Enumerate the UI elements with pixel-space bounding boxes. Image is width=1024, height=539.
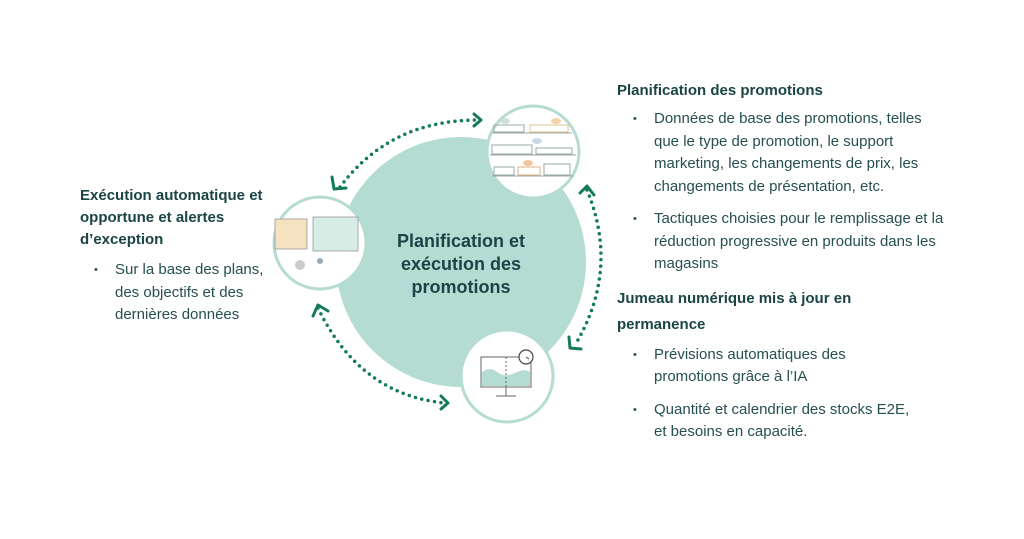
section-heading: Planification des promotions — [617, 82, 823, 99]
arrowhead-icon — [567, 335, 583, 351]
arrowhead-icon — [439, 394, 450, 411]
bullet-item: Prévisions automatiques des promotions g… — [633, 344, 874, 389]
bullet-list: Prévisions automatiques des promotions g… — [633, 344, 947, 444]
dotted-arrow-right — [573, 188, 603, 347]
section-heading: Exécution automatique et opportune et al… — [80, 187, 263, 248]
section-heading: Jumeau numérique mis à jour en permanenc… — [617, 289, 852, 333]
bullet-item: Tactiques choisies pour le remplissage e… — [633, 208, 946, 276]
arrowhead-icon — [330, 175, 348, 191]
dotted-arrow-top — [338, 118, 480, 189]
execution-section: Exécution automatique et opportune et al… — [80, 185, 270, 327]
store-shelves-illustration — [485, 104, 581, 200]
dotted-arrow-bottom — [316, 306, 447, 405]
bullet-list: Sur la base des plans, des objectifs et … — [94, 259, 270, 327]
central-circle — [336, 137, 586, 387]
planning-sections: Planification des promotions Données de … — [617, 80, 947, 454]
arrowhead-icon — [311, 303, 330, 318]
bullet-item: Quantité et calendrier des stocks E2E, e… — [633, 399, 914, 444]
center-title: Planification et exécution des promotion… — [396, 231, 526, 297]
arrowhead-icon — [472, 112, 483, 128]
forecast-monitor-illustration — [459, 328, 555, 424]
arrowhead-icon — [578, 184, 596, 197]
bullet-item: Données de base des promotions, telles q… — [633, 108, 934, 198]
bullet-item: Sur la base des plans, des objectifs et … — [94, 259, 270, 327]
warehouse-illustration — [272, 195, 368, 291]
bullet-list: Données de base des promotions, telles q… — [633, 108, 947, 276]
